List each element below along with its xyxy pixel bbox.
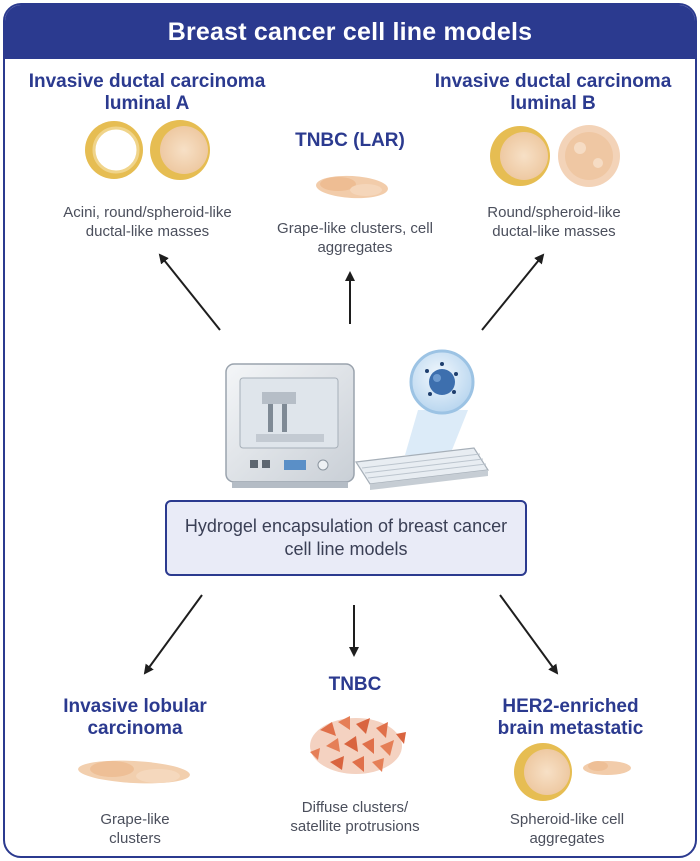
- diffuse-mass-icon: [558, 125, 620, 187]
- her2-spheroid-icon: [514, 743, 572, 801]
- small-aggregate-icon: [583, 761, 631, 775]
- tnbc-lar-title: TNBC (LAR): [295, 130, 405, 151]
- luminal-b-desc: Round/spheroid-like ductal-like masses: [487, 204, 621, 240]
- tnbc-lar-desc: Grape-like clusters, cell aggregates: [277, 220, 433, 256]
- hydrogel-encapsulation-box: Hydrogel encapsulation of breast cancer …: [165, 500, 527, 576]
- lobular-title: Invasive lobular carcinoma: [63, 696, 207, 739]
- luminal-a-title: Invasive ductal carcinoma luminal A: [28, 71, 266, 114]
- arrow-to-luminal-a: [158, 253, 221, 331]
- grape-cluster-icon: [78, 760, 190, 784]
- luminal-a-desc: Acini, round/spheroid-like ductal-like m…: [63, 204, 232, 240]
- lobular-desc: Grape-like clusters: [100, 811, 170, 847]
- her2-title: HER2-enriched brain metastatic: [497, 696, 644, 739]
- tnbc-desc: Diffuse clusters/ satellite protrusions: [290, 799, 420, 835]
- filled-spheroid-icon: [150, 120, 210, 180]
- cell-aggregate-icon: [316, 175, 388, 199]
- well-plate-icon: [354, 447, 490, 490]
- her2-desc: Spheroid-like cell aggregates: [509, 811, 625, 847]
- arrow-to-her2: [499, 594, 559, 675]
- bioprinter-icon: [225, 363, 355, 488]
- tnbc-title: TNBC: [328, 674, 382, 695]
- diffuse-cluster-icon: [310, 716, 406, 774]
- header-title: Breast cancer cell line models: [5, 5, 695, 59]
- arrow-to-luminal-b: [481, 253, 545, 331]
- luminal-b-title: Invasive ductal carcinoma luminal B: [434, 71, 672, 114]
- spheroid-icon: [490, 126, 550, 186]
- arrow-to-lobular: [143, 594, 203, 675]
- magnified-cell-icon: [405, 349, 475, 455]
- acinus-icon: [85, 121, 143, 179]
